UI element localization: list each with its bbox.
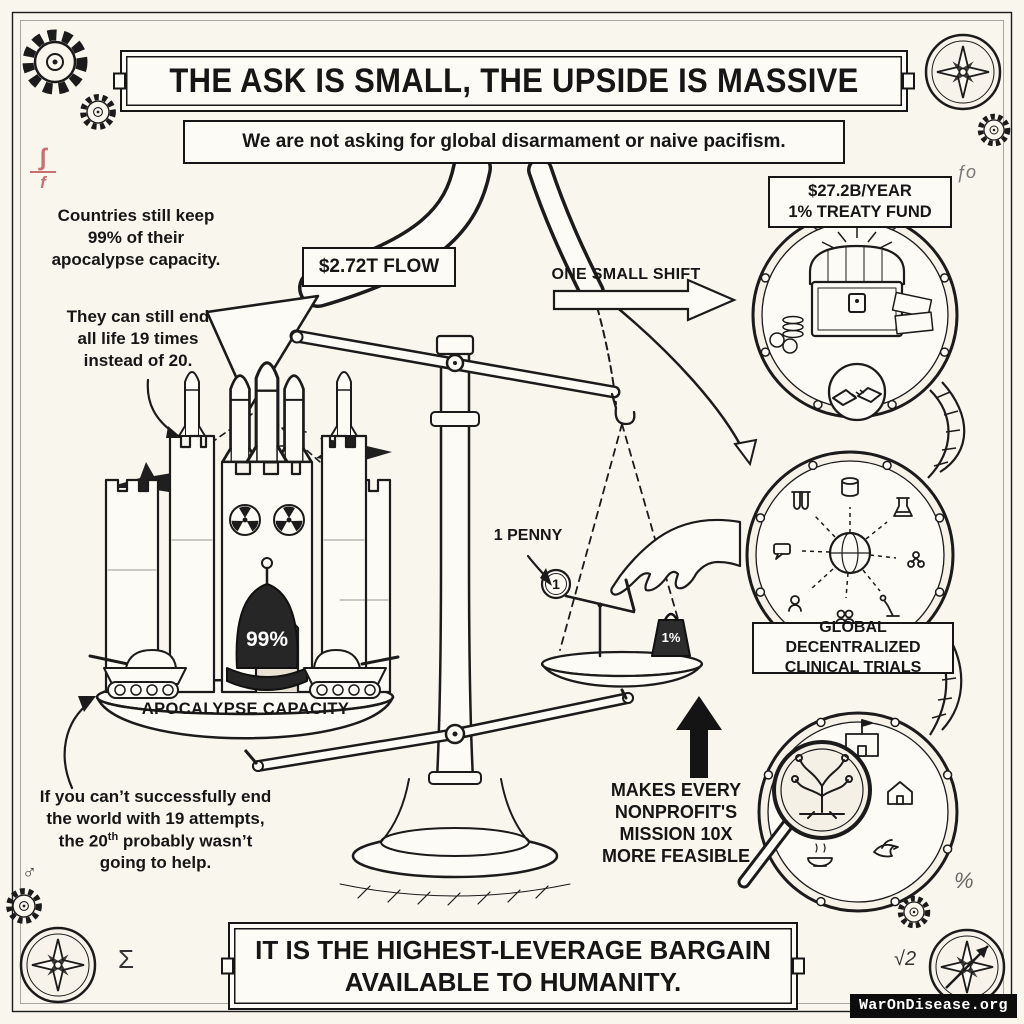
coins-icon [769, 315, 804, 354]
note-countries-keep: Countries still keep 99% of their apocal… [50, 205, 222, 270]
tree-icon [791, 754, 853, 819]
fortress-illustration [88, 361, 400, 699]
gear-icon [901, 899, 928, 926]
note-segment: probably wasn’t going to help. [99, 831, 253, 872]
annotation-arrows [63, 378, 552, 790]
dove-icon [873, 839, 899, 858]
note-segment-bold: all life 19 times [77, 328, 199, 348]
person-icon [788, 595, 802, 612]
note-segment: instead of 20. [83, 350, 193, 370]
tank-icon [303, 649, 400, 699]
treaty-fund-text: $27.2B/YEAR 1% TREATY FUND [788, 182, 932, 221]
gear-icon [28, 35, 82, 89]
penny-face-value: 1 [552, 576, 560, 592]
gear-icon [9, 891, 39, 921]
watermark: WarOnDisease.org [850, 994, 1017, 1018]
footer-text: IT IS THE HIGHEST-LEVERAGE BARGAIN AVAIL… [255, 934, 771, 998]
compass-needle-tip [976, 946, 988, 958]
food-bowl-icon [807, 843, 833, 867]
one-percent-weight [651, 612, 691, 657]
note-segment-sup: th [107, 830, 119, 843]
globe-icon [828, 531, 872, 575]
trillion-flow-text: $2.72T FLOW [318, 256, 440, 277]
one-small-shift-arrow [552, 278, 737, 322]
title-text: THE ASK IS SMALL, THE UPSIDE IS MASSIVE [169, 60, 859, 101]
radiation-icon [273, 504, 305, 536]
school-building-icon [845, 719, 879, 757]
note-segment: They can still end [66, 307, 210, 326]
treaty-fund-circle [751, 211, 959, 422]
integral-fraction-symbol: ∫ f [30, 146, 56, 193]
function-symbol: ƒo [956, 162, 977, 182]
chat-icon [773, 543, 791, 560]
impact-circle [737, 711, 959, 913]
clinical-trials-text: GLOBAL DECENTRALIZED CLINICAL TRIALS [784, 619, 922, 676]
title-banner: THE ASK IS SMALL, THE UPSIDE IS MASSIVE [120, 50, 908, 112]
compass-icon [924, 33, 1002, 111]
treasure-chest-icon [808, 226, 906, 338]
integral-bottom: f [40, 173, 46, 192]
banknotes-icon [891, 291, 934, 335]
tank-icon [88, 649, 187, 699]
up-arrow-icon [676, 696, 722, 778]
penny-pan-group [540, 518, 742, 700]
house-icon [887, 781, 913, 805]
handshake-icon [827, 362, 887, 422]
molecule-icon [907, 551, 925, 568]
note-segment: If you can’t successfully end the world … [39, 787, 272, 851]
penny-caption: 1 PENNY [493, 527, 563, 544]
clinical-trials-circle [745, 450, 955, 660]
footer-banner: IT IS THE HIGHEST-LEVERAGE BARGAIN AVAIL… [228, 922, 798, 1010]
integral-top: ∫ [30, 146, 56, 173]
apocalypse-pan-front [95, 696, 395, 765]
note-segment: Countries still keep [57, 206, 215, 225]
capacity-bell [226, 557, 308, 691]
percent-symbol: % [954, 868, 974, 893]
nonprofit-boost-label: MAKES EVERY NONPROFIT'S MISSION 10X MORE… [601, 780, 750, 866]
bell-percent: 99% [245, 628, 289, 651]
note-end-life: They can still end all life 19 times ins… [58, 306, 218, 371]
treaty-fund-box: $27.2B/YEAR 1% TREATY FUND [768, 176, 952, 228]
test-tubes-icon [791, 491, 811, 510]
corner-ornaments [9, 33, 1007, 1006]
tube-connector [927, 381, 966, 479]
missile-icon [275, 374, 313, 464]
flask-icon [893, 497, 913, 517]
big-flow-arrowhead [205, 294, 320, 410]
gear-icon [83, 97, 113, 127]
shift-curve-arrow [607, 299, 758, 467]
hanging-hook [610, 392, 636, 426]
mars-symbol: ♂ [22, 862, 37, 884]
hand-illustration [610, 518, 742, 596]
note-nineteen-attempts: If you can’t successfully end the world … [38, 786, 273, 874]
missile-icon [178, 371, 206, 437]
missile-icon [330, 371, 358, 437]
apocalypse-capacity-label: APOCALYPSE CAPACITY [141, 700, 350, 718]
note-segment-bold: 99% [87, 227, 122, 247]
sigma-symbol: Σ [118, 944, 135, 974]
network-spokes [801, 507, 897, 599]
one-small-shift-label: ONE SMALL SHIFT [551, 266, 701, 283]
compass-icon [19, 926, 97, 1004]
magnifier-icon [737, 740, 872, 889]
radiation-icon [229, 504, 261, 536]
note-segment: of their apocalypse capacity. [51, 227, 221, 269]
trillion-flow-box: $2.72T FLOW [302, 247, 456, 287]
fighter-jet-icon [106, 462, 182, 500]
weight-face-value: 1% [661, 630, 681, 645]
database-icon [841, 477, 859, 497]
clinical-trials-box: GLOBAL DECENTRALIZED CLINICAL TRIALS [752, 619, 954, 676]
mini-scale [540, 568, 636, 658]
sqrt-two-symbol: √2 [894, 948, 917, 970]
subtitle-text: We are not asking for global disarmament… [242, 131, 786, 152]
microscope-icon [879, 594, 900, 617]
subtitle-banner: We are not asking for global disarmament… [183, 120, 845, 164]
